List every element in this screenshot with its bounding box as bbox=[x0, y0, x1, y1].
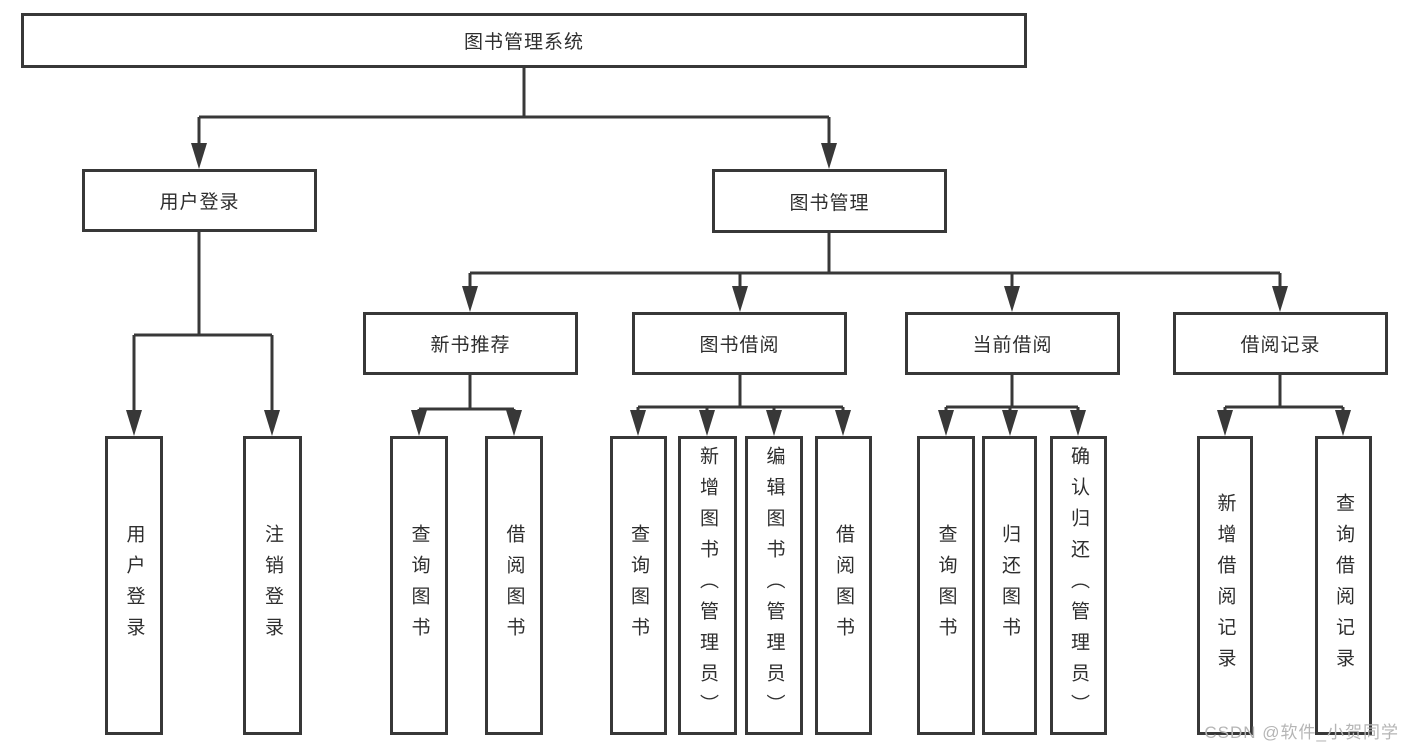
leaf-label: 注销登录 bbox=[262, 523, 283, 648]
arrowhead bbox=[1272, 286, 1288, 312]
node-book-borrowing: 图书借阅 bbox=[632, 312, 847, 375]
leaf-label: 借阅图书 bbox=[503, 523, 525, 648]
leaf-user-login: 用户登录 bbox=[105, 436, 163, 735]
arrowhead bbox=[1070, 410, 1086, 436]
arrowhead bbox=[1217, 410, 1233, 436]
arrowhead bbox=[699, 410, 715, 436]
node-label: 当前借阅 bbox=[972, 335, 1053, 356]
leaf-edit-books-admin: 编辑图书（管理员） bbox=[745, 436, 803, 735]
node-new-book-recommendation: 新书推荐 bbox=[363, 312, 578, 375]
leaf-logout: 注销登录 bbox=[243, 436, 302, 735]
leaf-add-borrow-record: 新增借阅记录 bbox=[1197, 436, 1253, 735]
leaf-label: 用户登录 bbox=[123, 523, 145, 648]
leaf-label: 查询图书 bbox=[935, 523, 957, 648]
arrowhead bbox=[630, 410, 646, 436]
node-label: 用户登录 bbox=[159, 192, 240, 213]
leaf-query-borrow-record: 查询借阅记录 bbox=[1315, 436, 1372, 735]
leaf-label: 新增图书（管理员） bbox=[697, 446, 718, 725]
leaf-borrow-books: 借阅图书 bbox=[815, 436, 872, 735]
connector-records-to-leaves bbox=[1217, 375, 1351, 436]
connector-new-book-to-leaves bbox=[411, 375, 522, 436]
arrowhead bbox=[411, 410, 427, 436]
leaf-borrow-books: 借阅图书 bbox=[485, 436, 543, 735]
connector-borrowing-to-leaves bbox=[630, 375, 851, 436]
arrowhead bbox=[938, 410, 954, 436]
leaf-label: 查询借阅记录 bbox=[1333, 492, 1354, 679]
leaf-query-books: 查询图书 bbox=[610, 436, 667, 735]
arrowhead bbox=[766, 410, 782, 436]
node-label: 图书借阅 bbox=[699, 335, 780, 356]
csdn-watermark: CSDN @软件_小贺同学 bbox=[1204, 723, 1399, 742]
node-book-management: 图书管理 bbox=[712, 169, 947, 233]
connector-root-to-level2 bbox=[191, 68, 837, 169]
node-current-borrowing: 当前借阅 bbox=[905, 312, 1120, 375]
leaf-label: 新增借阅记录 bbox=[1214, 492, 1236, 679]
leaf-query-books: 查询图书 bbox=[390, 436, 448, 735]
leaf-label: 确认归还（管理员） bbox=[1068, 446, 1089, 725]
arrowhead bbox=[732, 286, 748, 312]
node-borrowing-records: 借阅记录 bbox=[1173, 312, 1388, 375]
arrowhead bbox=[1004, 286, 1020, 312]
leaf-label: 借阅图书 bbox=[833, 523, 854, 648]
leaf-add-books-admin: 新增图书（管理员） bbox=[678, 436, 737, 735]
leaf-return-books: 归还图书 bbox=[982, 436, 1037, 735]
arrowhead bbox=[1335, 410, 1351, 436]
node-label: 图书管理系统 bbox=[463, 32, 584, 53]
connector-user-login-to-leaves bbox=[126, 231, 280, 436]
node-label: 借阅记录 bbox=[1240, 335, 1321, 356]
leaf-label: 查询图书 bbox=[408, 523, 430, 648]
node-library-management-system: 图书管理系统 bbox=[21, 13, 1027, 68]
connector-book-mgmt-to-level3 bbox=[462, 233, 1288, 312]
leaf-label: 归还图书 bbox=[999, 523, 1020, 648]
arrowhead bbox=[264, 410, 280, 436]
arrowhead bbox=[191, 143, 207, 169]
leaf-query-books: 查询图书 bbox=[917, 436, 975, 735]
arrowhead bbox=[126, 410, 142, 436]
arrowhead bbox=[821, 143, 837, 169]
arrowhead bbox=[462, 286, 478, 312]
arrowhead bbox=[1002, 410, 1018, 436]
arrowhead bbox=[506, 410, 522, 436]
connector-current-to-leaves bbox=[938, 375, 1086, 436]
leaf-label: 编辑图书（管理员） bbox=[763, 446, 785, 725]
node-user-login: 用户登录 bbox=[82, 169, 317, 232]
arrowhead bbox=[835, 410, 851, 436]
node-label: 新书推荐 bbox=[430, 335, 511, 356]
leaf-confirm-return-admin: 确认归还（管理员） bbox=[1050, 436, 1107, 735]
leaf-label: 查询图书 bbox=[628, 523, 649, 648]
node-label: 图书管理 bbox=[789, 192, 870, 214]
